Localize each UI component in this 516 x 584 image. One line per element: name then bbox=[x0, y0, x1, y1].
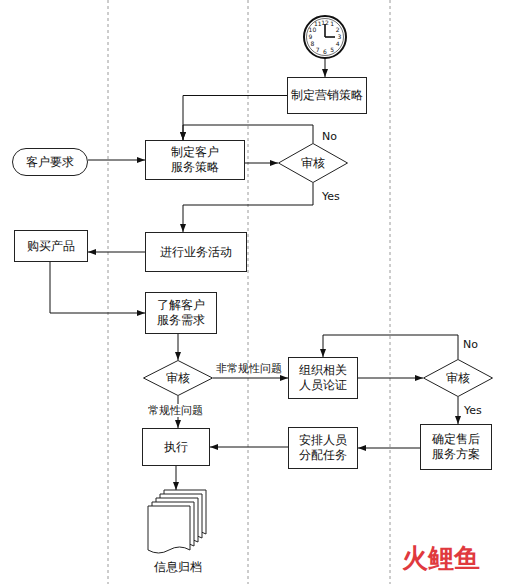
process-box: 组织相关 人员论证 bbox=[288, 357, 358, 399]
clock-numeral: 7 bbox=[316, 47, 320, 53]
clock-hand bbox=[325, 36, 335, 38]
lane-divider bbox=[108, 0, 109, 584]
node-label: 制定客户 服务策略 bbox=[168, 145, 222, 175]
node-label: 制定营销策略 bbox=[289, 88, 365, 103]
lane-divider bbox=[248, 0, 249, 584]
flow-connector bbox=[176, 466, 177, 490]
lane-divider bbox=[390, 0, 391, 584]
edge-label: 非常规性问题 bbox=[216, 362, 282, 375]
clock-numeral: 3 bbox=[338, 34, 342, 40]
clock-face bbox=[304, 16, 346, 58]
clock-numeral: 10 bbox=[309, 27, 317, 33]
process-box: 购买产品 bbox=[14, 230, 88, 262]
start-terminal: 客户要求 bbox=[12, 148, 88, 176]
clock-numeral: 4 bbox=[336, 41, 340, 47]
flow-connector bbox=[183, 183, 313, 232]
clock-numeral: 5 bbox=[330, 47, 334, 53]
node-label: 确定售后 服务方案 bbox=[429, 432, 483, 462]
decision-diamond: 审核 bbox=[143, 360, 213, 396]
clock-numeral: 8 bbox=[311, 41, 315, 47]
flow-connector bbox=[323, 335, 458, 359]
clock-numeral: 9 bbox=[309, 34, 313, 40]
document-pages bbox=[145, 490, 210, 556]
diamond-outline bbox=[144, 361, 213, 396]
node-label: 组织相关 人员论证 bbox=[296, 363, 350, 393]
flow-connector bbox=[458, 397, 459, 424]
edge-label: Yes bbox=[464, 404, 482, 417]
process-box: 执行 bbox=[142, 428, 210, 466]
flow-connector bbox=[178, 334, 179, 360]
flow-connector bbox=[210, 447, 288, 448]
diamond-outline bbox=[424, 360, 493, 397]
start-arrow bbox=[325, 58, 326, 77]
node-label: 客户要求 bbox=[15, 155, 85, 170]
clock-numeral: 1 bbox=[330, 21, 334, 27]
node-label: 了解客户 服务需求 bbox=[154, 298, 208, 328]
document-stack: 信息归档 bbox=[145, 490, 210, 578]
edge-label: No bbox=[463, 338, 478, 351]
edge-label: No bbox=[322, 130, 337, 143]
node-label: 执行 bbox=[146, 440, 206, 455]
clock-symbol bbox=[304, 16, 346, 77]
diamond-outline bbox=[279, 144, 348, 183]
flow-connector bbox=[358, 448, 420, 449]
process-box: 进行业务活动 bbox=[145, 232, 247, 272]
swimlane-dividers bbox=[108, 0, 390, 584]
edge-label: Yes bbox=[322, 190, 340, 203]
clock-numeral: 12 bbox=[321, 20, 329, 26]
decision-diamond: 审核 bbox=[423, 359, 493, 397]
flow-connector bbox=[50, 262, 145, 313]
node-label: 审核 bbox=[283, 156, 343, 171]
flow-connector bbox=[358, 378, 423, 379]
process-box: 确定售后 服务方案 bbox=[420, 424, 492, 470]
flow-connector bbox=[183, 96, 287, 141]
process-box: 制定营销策略 bbox=[287, 77, 367, 114]
document-page bbox=[148, 506, 190, 553]
clock-ring bbox=[307, 19, 344, 56]
watermark-logo: 火鲤鱼 bbox=[402, 545, 480, 571]
node-label: 购买产品 bbox=[16, 239, 86, 254]
flow-connector bbox=[88, 252, 145, 253]
clock-numeral: 6 bbox=[323, 49, 327, 55]
flow-connector bbox=[88, 160, 145, 161]
process-box: 安排人员 分配任务 bbox=[288, 427, 358, 469]
node-label: 安排人员 分配任务 bbox=[296, 433, 350, 463]
flow-connector bbox=[245, 163, 278, 164]
edge-label: 常规性问题 bbox=[148, 404, 203, 417]
node-label: 进行业务活动 bbox=[148, 245, 244, 260]
clock-hand bbox=[324, 24, 326, 37]
clock-numeral: 11 bbox=[314, 21, 322, 27]
decision-diamond: 审核 bbox=[278, 143, 348, 183]
document-caption: 信息归档 bbox=[145, 560, 210, 575]
process-box: 了解客户 服务需求 bbox=[145, 292, 217, 334]
node-label: 审核 bbox=[148, 371, 208, 386]
node-label: 审核 bbox=[428, 371, 488, 386]
process-box: 制定客户 服务策略 bbox=[145, 140, 245, 180]
flow-connector bbox=[213, 378, 288, 379]
clock-numeral: 2 bbox=[336, 27, 340, 33]
connectors bbox=[50, 96, 458, 491]
